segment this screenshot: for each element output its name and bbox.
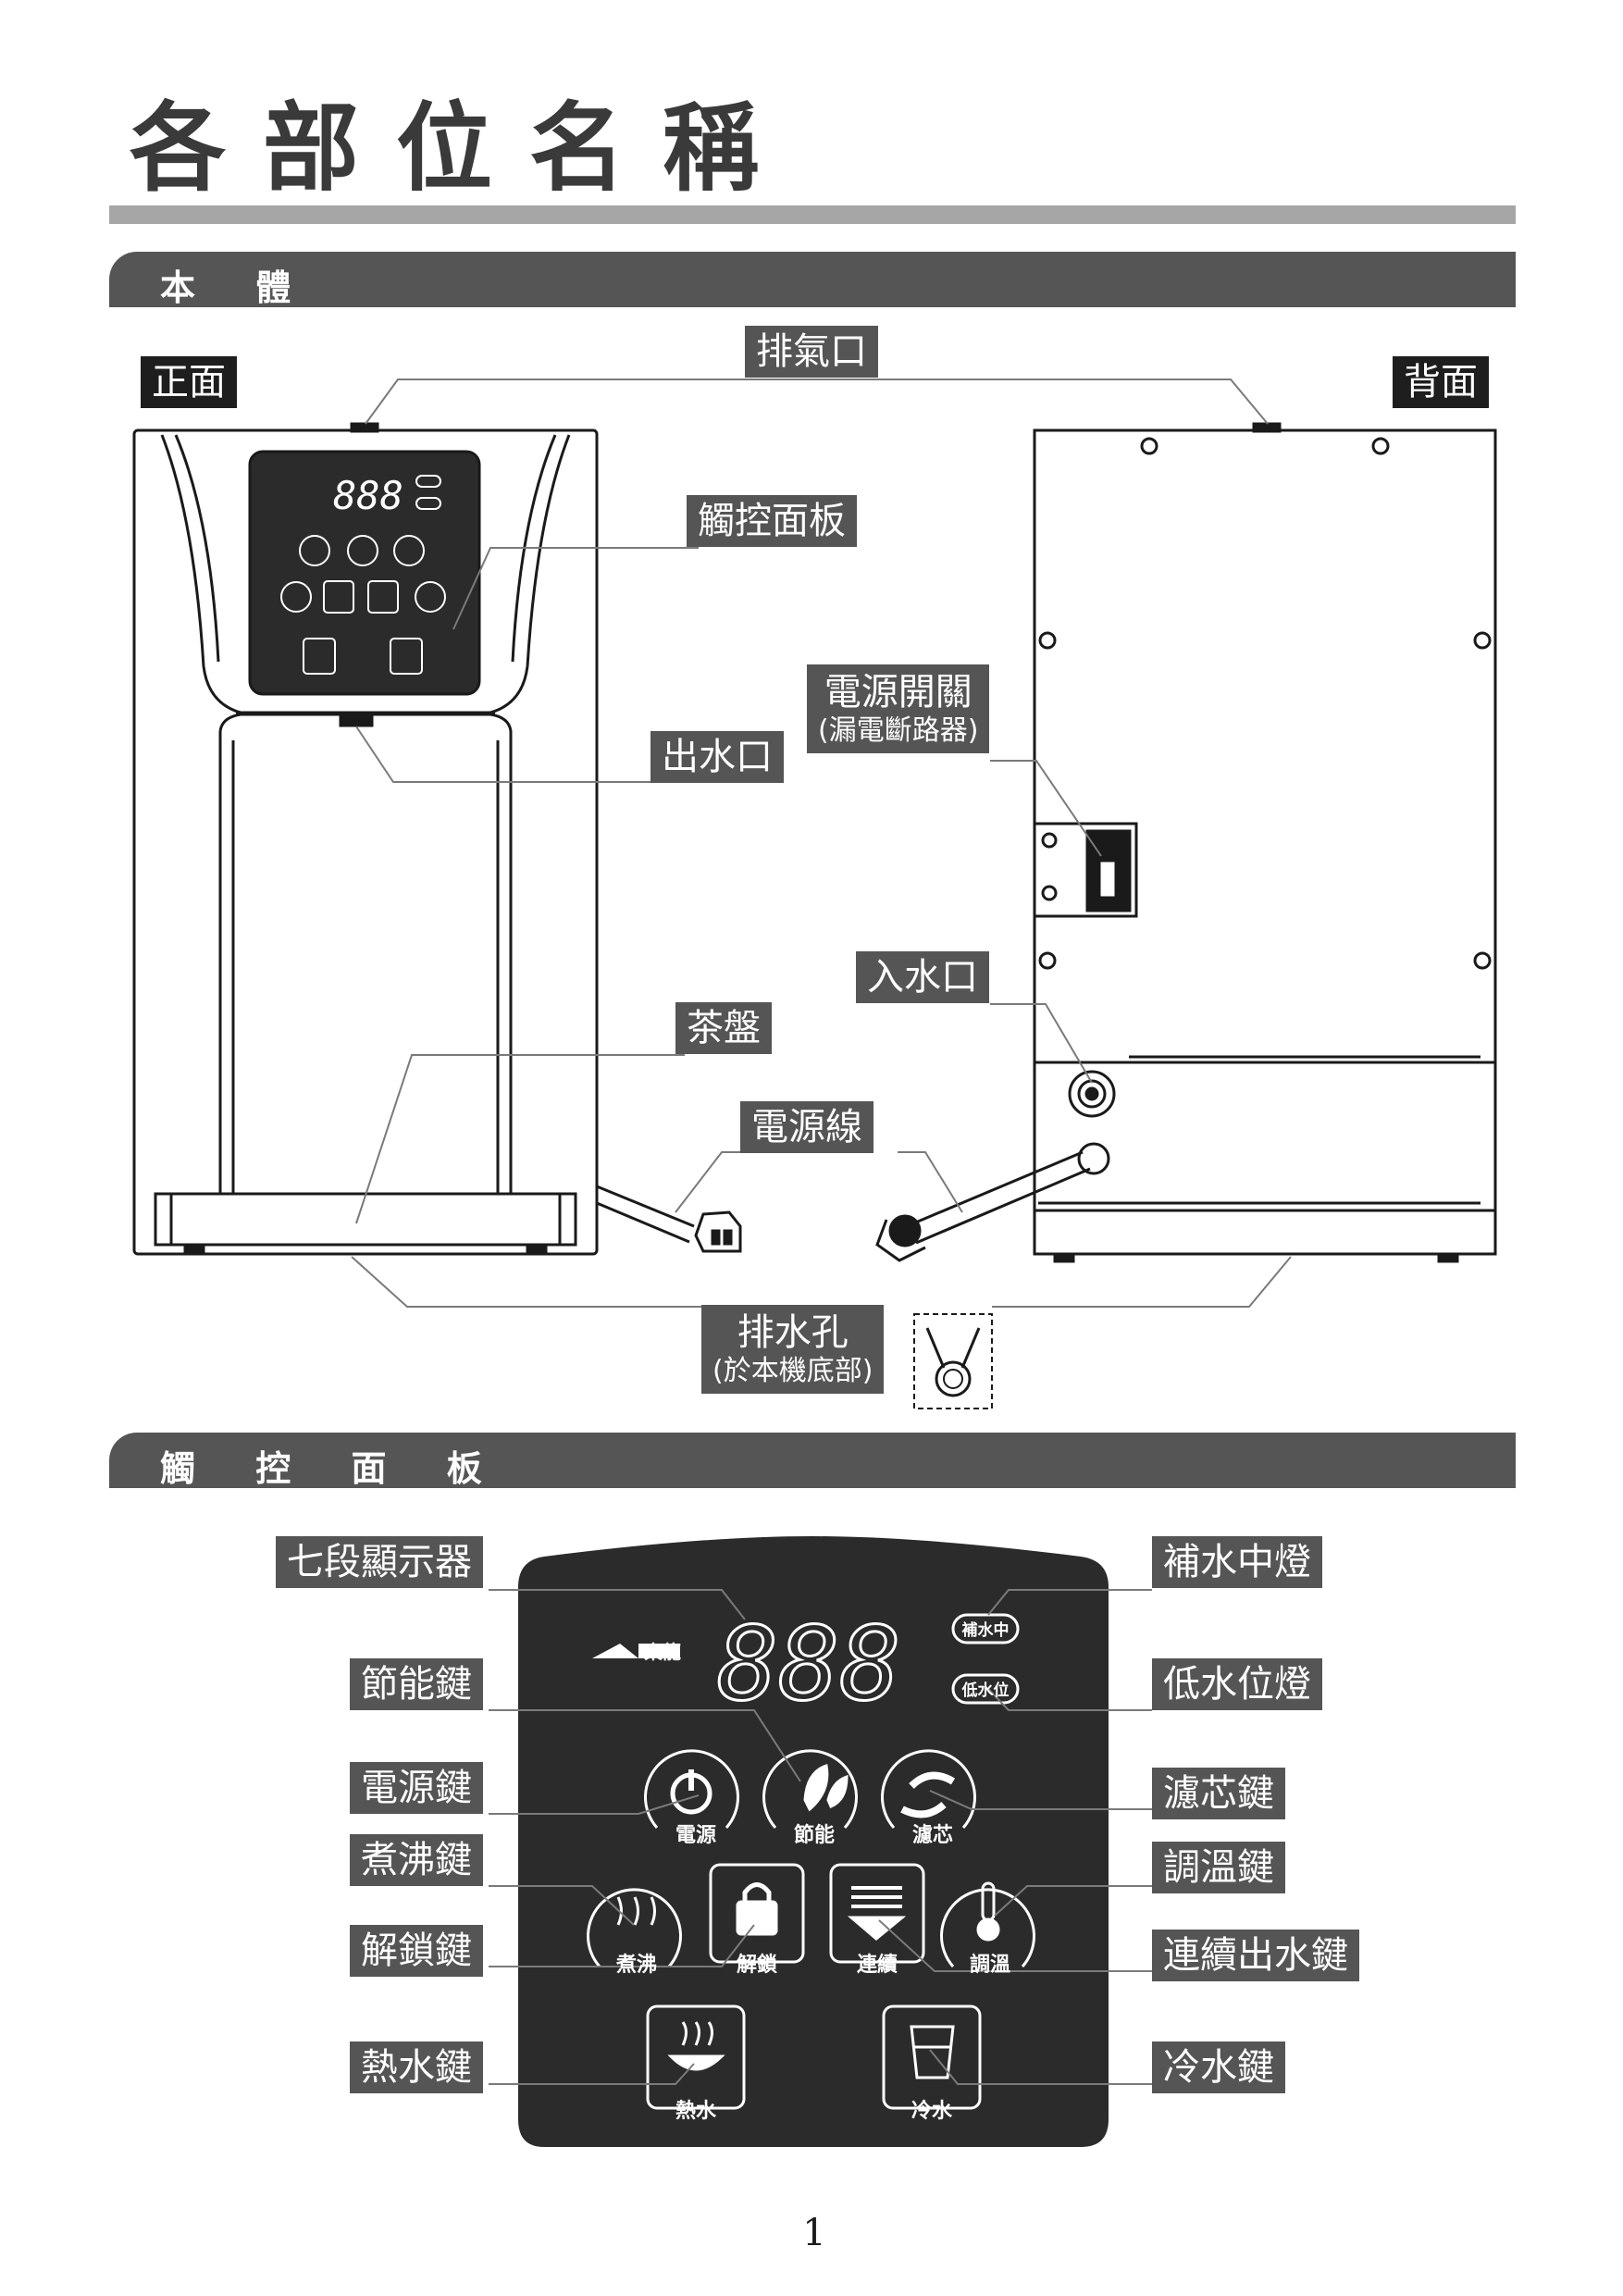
title-rule [109,205,1516,224]
label-unlock-key: 解鎖鍵 [350,1925,483,1977]
label-power-key: 電源鍵 [350,1762,483,1814]
label-continuous-key: 連續出水鍵 [1152,1930,1359,1981]
panel-refill-text: 補水中 [961,1620,1010,1640]
label-power-switch: 電源開關 (漏電斷路器) [807,664,990,753]
panel-low-level-text: 低水位 [961,1681,1010,1700]
label-vent: 排氣口 [745,326,878,378]
label-hot-key: 熱水鍵 [350,2042,483,2093]
panel-temp-text: 調溫 [970,1953,1010,1977]
large-touch-panel: 888 [518,1536,1109,2147]
panel-filter-text: 濾芯 [912,1823,953,1847]
label-back: 背面 [1393,356,1489,408]
page-title: 各部位名稱 [130,92,797,205]
panel-hot-text: 熱水 [675,2099,717,2123]
label-front: 正面 [141,356,237,408]
label-cold-key: 冷水鍵 [1152,2042,1285,2093]
panel-boil-text: 煮沸 [615,1953,657,1977]
label-drain-note: (於本機底部) [712,1355,873,1387]
section-title-body: 本 體 [160,267,316,308]
label-boil-key: 煮沸鍵 [350,1834,483,1886]
label-outlet: 出水口 [650,731,784,783]
label-low-level-light: 低水位燈 [1152,1658,1322,1710]
label-drain-title: 排水孔 [737,1311,849,1354]
label-cord: 電源線 [740,1101,873,1153]
panel-brand: 東龍 [644,1641,681,1663]
panel-cold-text: 冷水 [911,2099,953,2123]
page-number: 1 [802,2212,826,2254]
label-power-switch-note: (漏電斷路器) [818,714,979,747]
front-view-drawing [132,422,742,1256]
label-tray: 茶盤 [675,1002,772,1054]
panel-continuous-text: 連續 [857,1953,898,1977]
label-seg-display: 七段顯示器 [276,1536,483,1588]
label-temp-key: 調溫鍵 [1152,1842,1285,1893]
drain-hole-drawing [913,1313,993,1409]
section-bar-panel: 觸 控 面 板 [109,1433,1516,1489]
seven-segment-digits: 888 [717,1605,901,1723]
section-bar-body: 本 體 [109,252,1516,308]
panel-unlock-text: 解鎖 [737,1953,778,1977]
label-filter-key: 濾芯鍵 [1152,1768,1285,1819]
front-mini-panel: 888 [248,450,481,696]
label-refill-light: 補水中燈 [1152,1536,1322,1588]
label-touch-panel: 觸控面板 [687,495,857,547]
panel-eco-text: 節能 [794,1823,835,1847]
svg-text:888: 888 [333,473,403,518]
panel-power-text: 電源 [675,1824,716,1847]
back-view-drawing [875,422,1497,1263]
section-title-panel: 觸 控 面 板 [160,1448,506,1489]
label-power-switch-title: 電源開關 [824,671,973,714]
label-eco-key: 節能鍵 [350,1658,483,1710]
label-inlet: 入水口 [856,951,989,1003]
label-drain: 排水孔 (於本機底部) [701,1305,885,1394]
